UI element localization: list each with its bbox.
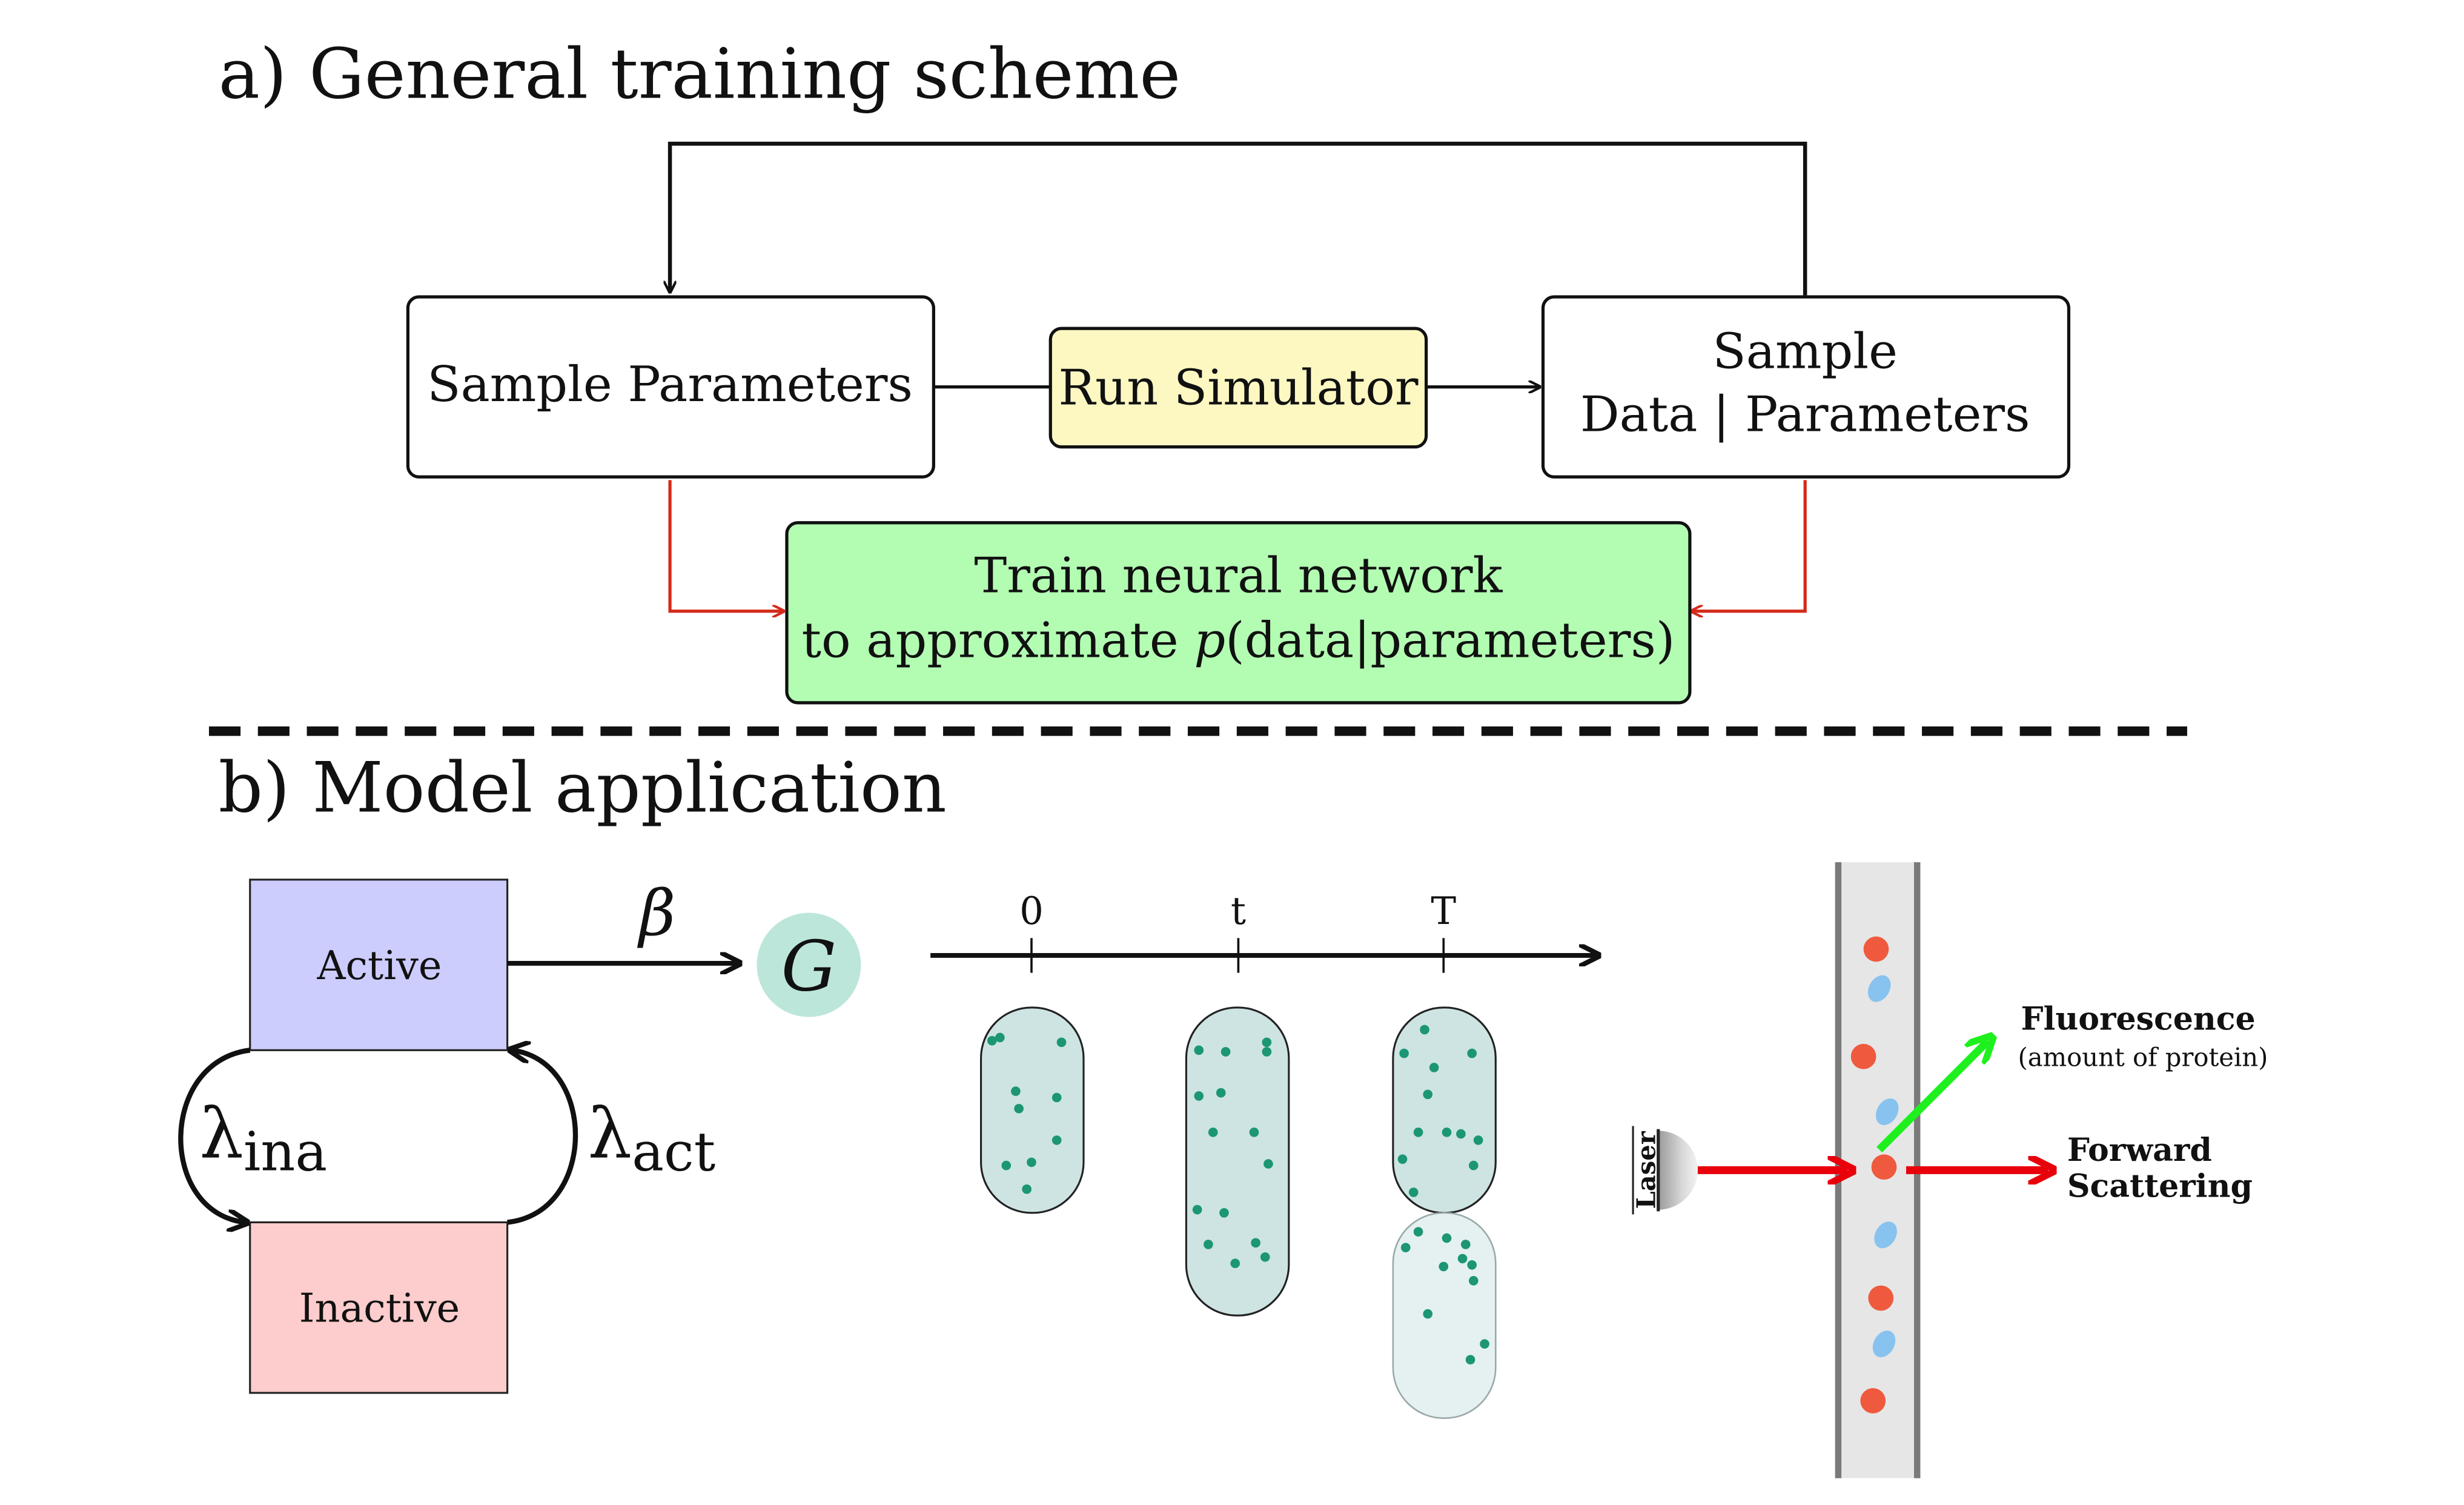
timeline-label-t: t bbox=[1231, 889, 1246, 933]
sample-data-node: Sample Data | Parameters bbox=[1541, 295, 2071, 479]
sample-parameters-node: Sample Parameters bbox=[406, 295, 935, 479]
lambda-ina-label: λina bbox=[199, 1094, 327, 1183]
sample-data-label-line1: Sample bbox=[1712, 323, 1898, 380]
timeline-label-T: T bbox=[1431, 889, 1456, 933]
forward-scatter-label-line2: Scattering bbox=[2067, 1168, 2253, 1205]
inactive-state-node: Inactive bbox=[249, 1221, 509, 1394]
laser-label: Laser bbox=[1632, 1131, 1661, 1209]
panel-b-title: b) Model application bbox=[219, 748, 947, 829]
gene-label: G bbox=[781, 926, 837, 1007]
run-simulator-node: Run Simulator bbox=[1048, 327, 1428, 449]
fluorescence-sublabel: (amount of protein) bbox=[2018, 1042, 2268, 1072]
red-particles bbox=[1850, 936, 1897, 1414]
params-to-training-arrow bbox=[668, 480, 784, 611]
activation-arrow bbox=[508, 1050, 578, 1225]
blue-particles bbox=[1867, 975, 1899, 1358]
data-to-training-arrow bbox=[1691, 480, 1807, 611]
fluorescence-label: Fluorescence bbox=[2021, 1000, 2256, 1037]
timeline-label-0: 0 bbox=[1019, 889, 1044, 933]
feedback-loop-arrow bbox=[670, 141, 1807, 296]
inactive-label: Inactive bbox=[299, 1286, 460, 1332]
active-state-node: Active bbox=[249, 879, 509, 1051]
cell-time-t bbox=[1185, 1006, 1290, 1317]
laser-source: Laser bbox=[1632, 1126, 1698, 1215]
cell-time-0 bbox=[980, 1006, 1085, 1214]
panel-a-title: a) General training scheme bbox=[219, 35, 1181, 115]
train-network-node: Train neural network to approximate p(da… bbox=[785, 521, 1692, 705]
forward-scatter-label-line1: Forward bbox=[2067, 1132, 2212, 1169]
cell-time-T-daughter bbox=[1392, 1212, 1497, 1419]
inactivation-arrow bbox=[178, 1048, 250, 1222]
active-label: Active bbox=[317, 943, 442, 989]
fluorescence-arrow bbox=[1876, 1041, 1989, 1153]
cell-time-T-mother bbox=[1392, 1006, 1497, 1214]
sample-parameters-label: Sample Parameters bbox=[427, 356, 913, 413]
train-label-line1: Train neural network bbox=[974, 547, 1503, 604]
beta-label: β bbox=[637, 876, 675, 950]
gene-node: G bbox=[757, 912, 861, 1017]
lambda-act-label: λact bbox=[588, 1094, 716, 1183]
train-label-line2: to approximate p(data|parameters) bbox=[801, 612, 1675, 669]
run-simulator-label: Run Simulator bbox=[1058, 359, 1419, 416]
sample-data-label-line2: Data | Parameters bbox=[1580, 387, 2030, 444]
